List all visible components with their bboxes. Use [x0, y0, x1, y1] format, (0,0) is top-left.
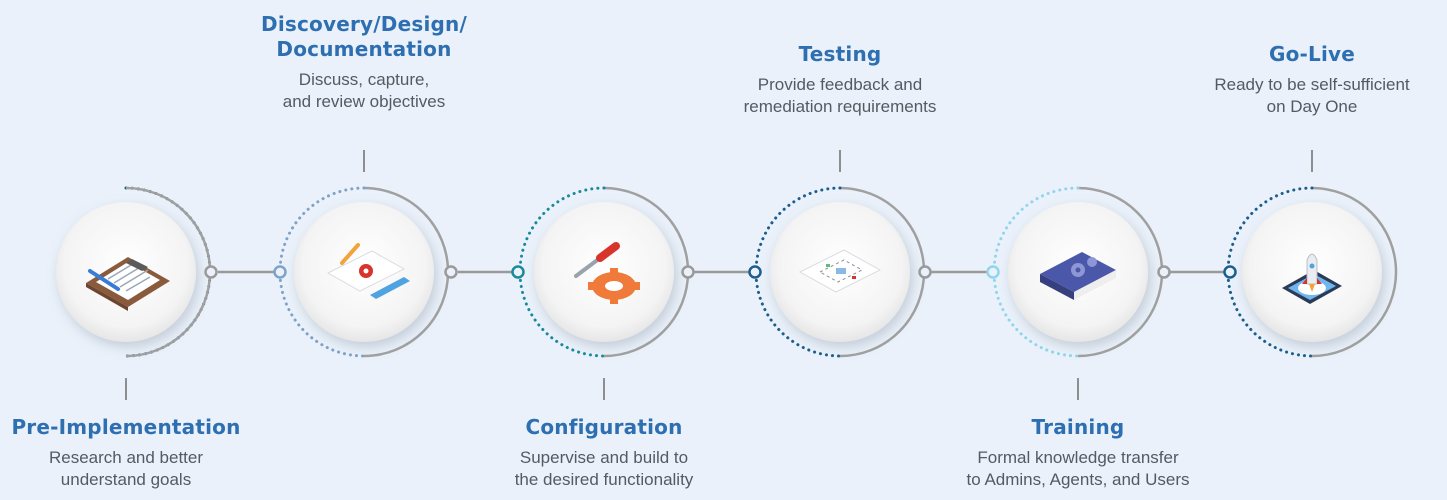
- step-description-line-1: Ready to be self-sufficient: [1214, 75, 1410, 94]
- connector-node: [986, 265, 1000, 279]
- step-title-line-2: Documentation: [276, 37, 452, 61]
- step-title: Configuration: [525, 415, 683, 439]
- step-title: Training: [1031, 415, 1125, 439]
- wrench-gear-icon: [574, 242, 640, 304]
- dotted-arc: [754, 186, 842, 358]
- step-description: Provide feedback and remediation require…: [690, 74, 990, 118]
- label-configuration: Configuration Supervise and build to the…: [454, 415, 754, 491]
- connector-node: [1157, 265, 1171, 279]
- step-configuration: [511, 186, 695, 358]
- stem-go-live: [1311, 150, 1313, 172]
- step-title: Go-Live: [1268, 42, 1356, 66]
- step-description-line-2: and review objectives: [282, 92, 446, 111]
- step-description-line-2: understand goals: [60, 470, 192, 489]
- connector-node: [1223, 265, 1237, 279]
- dotted-arc: [992, 186, 1080, 358]
- step-description-line-1: Research and better: [48, 448, 204, 467]
- step-description-line-2: remediation requirements: [743, 97, 937, 116]
- wireframe-icon: [798, 249, 882, 293]
- step-description: Formal knowledge transfer to Admins, Age…: [928, 447, 1228, 491]
- dotted-arc: [1226, 186, 1314, 358]
- step-title: Discovery/Design/ Documentation: [214, 12, 514, 62]
- connector-node: [748, 265, 762, 279]
- connector-node: [918, 265, 932, 279]
- step-description-line-2: on Day One: [1266, 97, 1358, 116]
- stem-training: [1077, 378, 1079, 400]
- connector-node: [444, 265, 458, 279]
- step-discovery-design-documentation: [273, 186, 458, 358]
- label-go-live: Go-Live Ready to be self-sufficient on D…: [1162, 42, 1447, 118]
- stem-testing: [839, 150, 841, 172]
- solid-arc: [1311, 186, 1398, 358]
- label-discovery-design-documentation: Discovery/Design/ Documentation Discuss,…: [214, 12, 514, 113]
- step-description: Discuss, capture, and review objectives: [214, 69, 514, 113]
- step-description-line-1: Discuss, capture,: [298, 70, 430, 89]
- dotted-arc: [518, 186, 606, 358]
- step-title-line-1: Discovery/Design/: [261, 12, 467, 36]
- step-description-line-2: the desired functionality: [514, 470, 694, 489]
- manual-book-icon: [1040, 252, 1116, 300]
- connector-node: [273, 265, 287, 279]
- step-training: [986, 186, 1171, 358]
- connector-node: [681, 265, 695, 279]
- clipboard-icon: [86, 257, 170, 311]
- step-description-line-1: Provide feedback and: [757, 75, 923, 94]
- blueprint-icon: [326, 243, 410, 299]
- label-pre-implementation: Pre-Implementation Research and better u…: [0, 415, 276, 491]
- stem-discovery: [363, 150, 365, 172]
- step-go-live: [1223, 186, 1398, 358]
- step-description: Supervise and build to the desired funct…: [454, 447, 754, 491]
- step-description-line-2: to Admins, Agents, and Users: [966, 470, 1190, 489]
- step-description-line-1: Supervise and build to: [519, 448, 689, 467]
- step-title: Pre-Implementation: [11, 415, 241, 439]
- step-pre-implementation: [56, 186, 218, 358]
- label-testing: Testing Provide feedback and remediation…: [690, 42, 990, 118]
- connector-node: [204, 265, 218, 279]
- step-description: Ready to be self-sufficient on Day One: [1162, 74, 1447, 118]
- connector-node: [511, 265, 525, 279]
- stem-configuration: [603, 378, 605, 400]
- step-title: Testing: [798, 42, 882, 66]
- rocket-tablet-icon: [1282, 253, 1342, 304]
- step-description-line-1: Formal knowledge transfer: [977, 448, 1179, 467]
- step-description: Research and better understand goals: [0, 447, 276, 491]
- dotted-arc: [278, 186, 366, 358]
- stem-pre-implementation: [125, 378, 127, 400]
- icon-plate: [534, 202, 674, 342]
- step-testing: [748, 186, 932, 358]
- label-training: Training Formal knowledge transfer to Ad…: [928, 415, 1228, 491]
